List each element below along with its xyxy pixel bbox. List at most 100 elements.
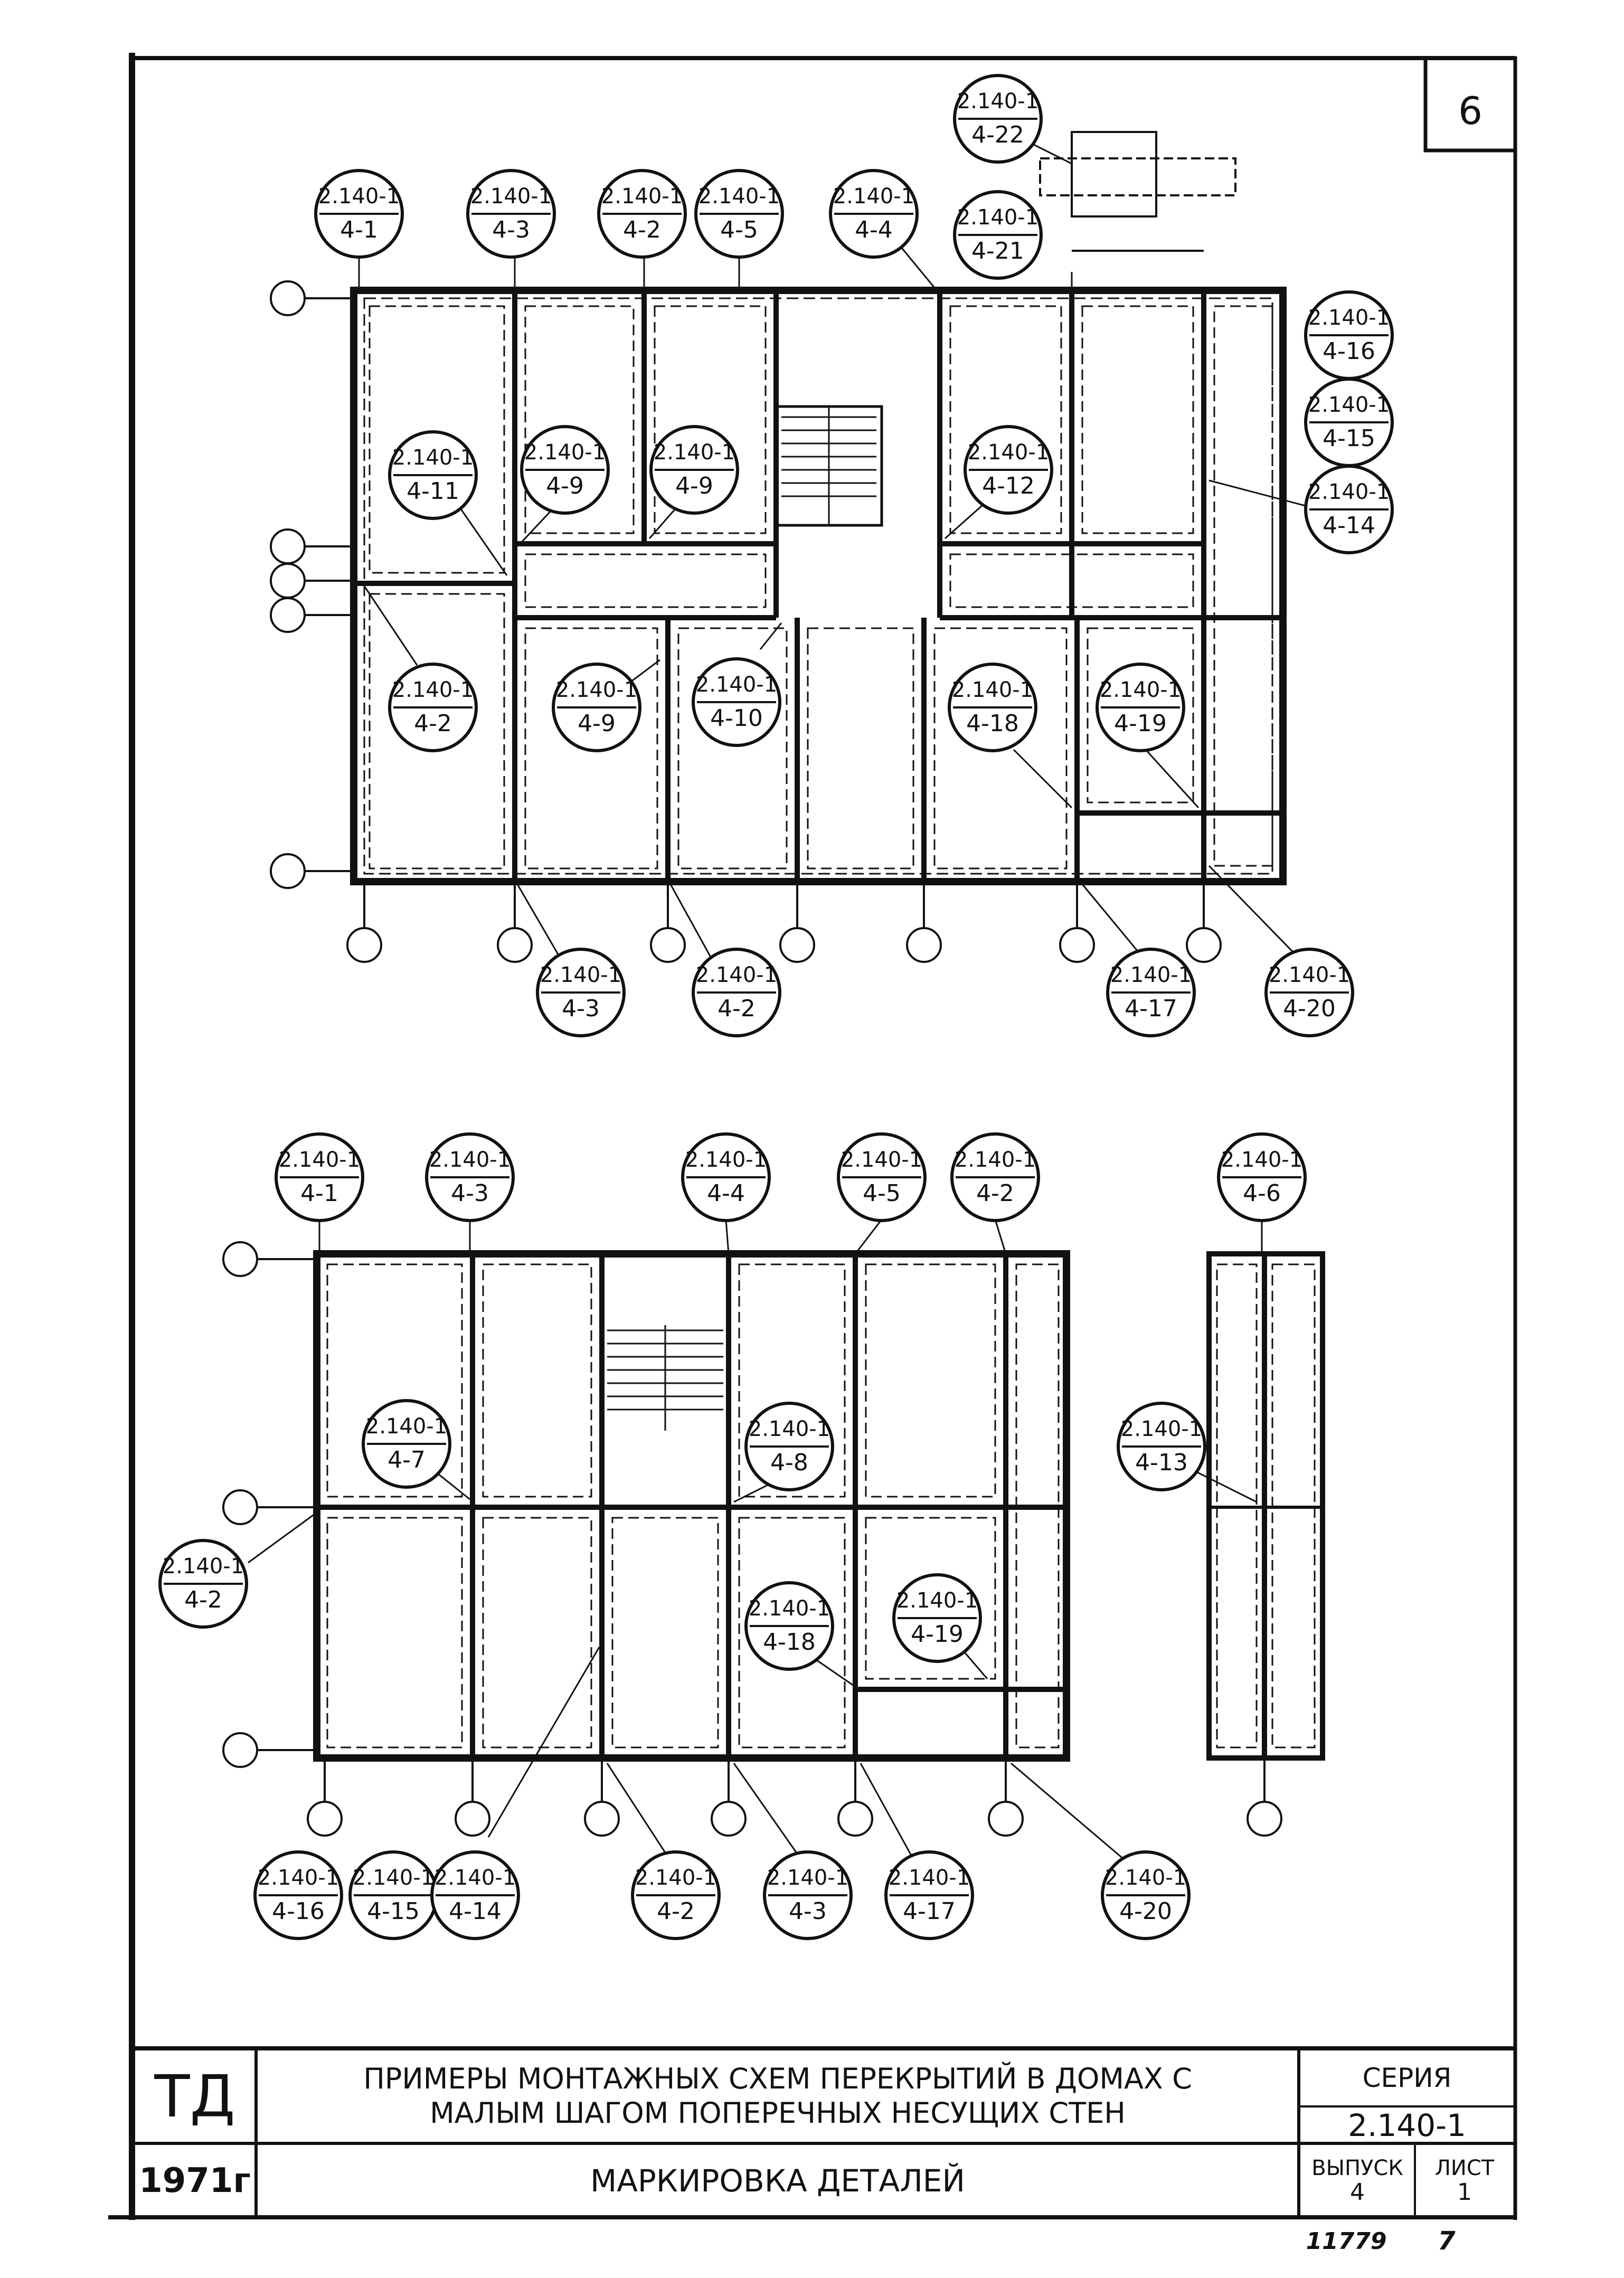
org-code: ТД: [135, 2052, 254, 2141]
callout-p1-2: 2.140-1 4-2: [597, 169, 687, 259]
callout-p1-13: 2.140-1 4-12: [964, 425, 1053, 515]
svg-text:2.140-1: 2.140-1: [392, 678, 474, 702]
callout-p2-8: 2.140-1 4-13: [1117, 1402, 1206, 1491]
callout-p1-4: 2.140-1 4-4: [829, 169, 919, 259]
svg-text:4-20: 4-20: [1283, 995, 1336, 1022]
svg-text:2.140-1: 2.140-1: [957, 205, 1038, 230]
svg-text:4-4: 4-4: [707, 1180, 745, 1207]
svg-text:2.140-1: 2.140-1: [968, 440, 1049, 465]
svg-text:4-2: 4-2: [184, 1586, 222, 1613]
svg-text:2.140-1: 2.140-1: [540, 963, 621, 987]
svg-text:2.140-1: 2.140-1: [1100, 678, 1181, 702]
page-number-text: 7: [1438, 2226, 1456, 2256]
svg-text:2.140-1: 2.140-1: [1308, 306, 1390, 330]
svg-text:4-22: 4-22: [971, 121, 1024, 148]
sheet-value: 1: [1457, 2178, 1472, 2206]
svg-text:2.140-1: 2.140-1: [1308, 393, 1390, 417]
svg-text:2.140-1: 2.140-1: [366, 1414, 447, 1439]
issue-value: 4: [1350, 2178, 1365, 2206]
svg-text:4-19: 4-19: [911, 1621, 964, 1648]
issue-label: ВЫПУСК: [1311, 2156, 1403, 2180]
callout-p2-1: 2.140-1 4-3: [425, 1132, 515, 1222]
svg-text:4-3: 4-3: [451, 1180, 489, 1207]
callout-p1-17: 2.140-1 4-18: [948, 663, 1037, 752]
sheet-label: ЛИСТ: [1434, 2156, 1495, 2180]
callout-p1-11: 2.140-1 4-9: [520, 425, 610, 515]
issue-cell: ВЫПУСК 4: [1302, 2147, 1413, 2215]
svg-text:4-9: 4-9: [546, 472, 584, 499]
callout-p2-7: 2.140-1 4-8: [744, 1402, 834, 1491]
callout-p2-2: 2.140-1 4-4: [681, 1132, 771, 1222]
callout-p1-10: 2.140-1 4-11: [388, 430, 478, 520]
svg-text:4-17: 4-17: [1125, 995, 1177, 1022]
callout-p2-12: 2.140-1 4-16: [253, 1850, 343, 1940]
svg-text:4-15: 4-15: [367, 1898, 420, 1925]
callouts-plan-1: 2.140-1 4-1 2.140-1 4-3 2.140-1 4-2 2.14…: [314, 74, 1394, 1037]
svg-text:4-14: 4-14: [1323, 512, 1375, 539]
svg-text:2.140-1: 2.140-1: [896, 1589, 978, 1613]
svg-text:4-2: 4-2: [657, 1898, 695, 1925]
callout-p1-19: 2.140-1 4-3: [536, 948, 626, 1037]
sheet-number-box: 6: [1423, 56, 1517, 153]
callout-p2-10: 2.140-1 4-18: [744, 1581, 834, 1671]
svg-text:4-16: 4-16: [272, 1898, 325, 1925]
svg-text:2.140-1: 2.140-1: [952, 678, 1033, 702]
sheet-cell: ЛИСТ 1: [1417, 2147, 1512, 2215]
callout-p1-7: 2.140-1 4-16: [1304, 290, 1394, 380]
svg-text:4-4: 4-4: [855, 216, 893, 243]
callout-p2-0: 2.140-1 4-1: [275, 1132, 364, 1222]
floor-plan-1: [270, 131, 1287, 963]
svg-text:4-15: 4-15: [1323, 425, 1375, 452]
svg-text:2.140-1: 2.140-1: [698, 184, 780, 209]
svg-text:2.140-1: 2.140-1: [163, 1554, 244, 1578]
callout-p1-20: 2.140-1 4-2: [692, 948, 781, 1037]
callout-p1-18: 2.140-1 4-19: [1096, 663, 1185, 752]
svg-text:4-9: 4-9: [578, 710, 616, 737]
svg-text:2.140-1: 2.140-1: [685, 1148, 767, 1172]
callout-p2-16: 2.140-1 4-3: [763, 1850, 853, 1940]
svg-text:2.140-1: 2.140-1: [635, 1866, 716, 1890]
svg-text:4-3: 4-3: [562, 995, 600, 1022]
callout-p1-5: 2.140-1 4-22: [953, 74, 1043, 164]
callout-p1-21: 2.140-1 4-17: [1106, 948, 1196, 1037]
svg-text:4-2: 4-2: [623, 216, 661, 243]
drawing-title-line-1: ПРИМЕРЫ МОНТАЖНЫХ СХЕМ ПЕРЕКРЫТИЙ В ДОМА…: [363, 2062, 1192, 2096]
svg-text:2.140-1: 2.140-1: [318, 184, 400, 209]
svg-text:4-21: 4-21: [971, 238, 1024, 264]
year: 1971г: [135, 2147, 254, 2215]
callout-p2-17: 2.140-1 4-17: [884, 1850, 974, 1940]
svg-text:4-2: 4-2: [717, 995, 756, 1022]
svg-text:4-2: 4-2: [976, 1180, 1014, 1207]
callout-p2-6: 2.140-1 4-7: [362, 1399, 451, 1489]
callout-p1-9: 2.140-1 4-14: [1304, 465, 1394, 554]
drawing-title-line-2: МАЛЫМ ШАГОМ ПОПЕРЕЧНЫХ НЕСУЩИХ СТЕН: [430, 2096, 1126, 2130]
svg-text:2.140-1: 2.140-1: [957, 89, 1038, 114]
series-label: СЕРИЯ: [1362, 2062, 1452, 2093]
callouts-plan-2: 2.140-1 4-1 2.140-1 4-3 2.140-1 4-4 2.14…: [158, 1132, 1307, 1940]
callout-p1-6: 2.140-1 4-21: [953, 190, 1043, 280]
svg-text:4-5: 4-5: [863, 1180, 901, 1207]
series-cell: СЕРИЯ: [1302, 2052, 1512, 2104]
svg-text:2.140-1: 2.140-1: [767, 1866, 848, 1890]
svg-text:4-3: 4-3: [789, 1898, 827, 1925]
drawing-subtitle-text: МАРКИРОВКА ДЕТАЛЕЙ: [590, 2163, 965, 2199]
svg-text:2.140-1: 2.140-1: [353, 1866, 434, 1890]
svg-text:4-18: 4-18: [763, 1629, 816, 1656]
callout-p1-0: 2.140-1 4-1: [314, 169, 404, 259]
callout-p1-8: 2.140-1 4-15: [1304, 377, 1394, 467]
svg-text:2.140-1: 2.140-1: [654, 440, 735, 465]
svg-text:2.140-1: 2.140-1: [1221, 1148, 1302, 1172]
sheet-number: 6: [1458, 89, 1483, 133]
svg-text:4-2: 4-2: [414, 710, 452, 737]
svg-text:4-18: 4-18: [966, 710, 1019, 737]
svg-text:2.140-1: 2.140-1: [833, 184, 914, 209]
drawing-subtitle: МАРКИРОВКА ДЕТАЛЕЙ: [259, 2147, 1297, 2215]
svg-text:2.140-1: 2.140-1: [392, 446, 474, 470]
svg-text:4-5: 4-5: [720, 216, 758, 243]
svg-text:2.140-1: 2.140-1: [841, 1148, 922, 1172]
svg-text:4-1: 4-1: [300, 1180, 338, 1207]
svg-text:2.140-1: 2.140-1: [749, 1417, 830, 1441]
svg-text:2.140-1: 2.140-1: [279, 1148, 360, 1172]
sheet-frame: [108, 53, 1517, 2220]
